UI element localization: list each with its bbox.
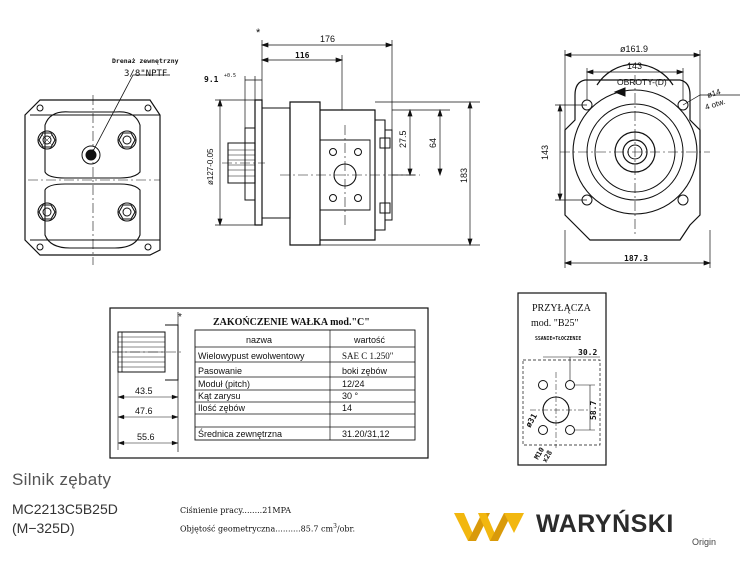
model-code: MC2213C5B25D xyxy=(12,501,118,517)
dim-31: ø31 xyxy=(524,412,539,429)
dim-116: 116 xyxy=(295,51,310,60)
dim-176: 176 xyxy=(320,34,335,44)
dim-lines-center xyxy=(215,40,480,247)
row-5-value: 14 xyxy=(342,403,352,413)
row-4-name: Kąt zarysu xyxy=(198,391,241,401)
dim-47-6: 47.6 xyxy=(135,406,153,416)
brand-sub: Origin xyxy=(692,537,717,547)
row-4-value: 30 ° xyxy=(342,391,359,401)
row-5-name: Ilość zębów xyxy=(198,403,246,413)
front-view-left xyxy=(24,74,170,265)
flange-title-1: PRZYŁĄCZA xyxy=(532,303,592,314)
spec-displacement-unit: /obr. xyxy=(336,524,356,534)
footer-specs: Ciśnienie pracy........21MPA Objętość ge… xyxy=(180,503,355,538)
dim-lines-right xyxy=(555,50,740,268)
footer-model: MC2213C5B25D (M−325D) xyxy=(12,500,118,538)
row-2-value: boki zębów xyxy=(342,366,388,376)
dim-64: 64 xyxy=(428,138,438,148)
table-header-name: nazwa xyxy=(246,335,272,345)
brand-logo: WARYŃSKI Origin xyxy=(454,507,734,547)
dim-143-top: 143 xyxy=(627,61,642,71)
dim-27-5: 27.5 xyxy=(398,130,408,148)
table-header-value: wartość xyxy=(353,335,386,345)
row-1-name: Wielowypust ewolwentowy xyxy=(198,351,305,361)
dim-161-9: ø161.9 xyxy=(620,44,648,54)
dim-55-6: 55.6 xyxy=(137,432,155,442)
holes-label: 4 otw. xyxy=(704,97,727,112)
shaft-star: * xyxy=(178,312,182,323)
brand-name: WARYŃSKI xyxy=(536,510,674,538)
row-1-value: SAE C 1.250" xyxy=(342,351,394,361)
row-2-name: Pasowanie xyxy=(198,366,242,376)
model-alt-code: (M−325D) xyxy=(12,520,75,536)
row-3-value: 12/24 xyxy=(342,379,365,389)
rotation-label: OBROTY-(D) xyxy=(617,77,667,87)
drain-thread: 3/8"NPTF xyxy=(124,69,167,79)
dim-9-1-tol: +0.5 xyxy=(224,73,236,79)
brand-w-icon xyxy=(454,513,524,541)
dim-58-7: 58.7 xyxy=(589,401,598,420)
dim-43-5: 43.5 xyxy=(135,386,153,396)
dim-143-side: 143 xyxy=(540,145,550,160)
drain-label: Drenaż zewnętrzny xyxy=(112,57,179,65)
row-6-value: 31.20/31,12 xyxy=(342,429,390,439)
dim-14: ø14 xyxy=(706,87,722,100)
spec-displacement-main: Objętość geometryczna..........85.7 cm xyxy=(180,524,334,534)
row-6-name: Średnica zewnętrzna xyxy=(198,428,282,439)
spec-displacement: Objętość geometryczna..........85.7 cm3/… xyxy=(180,519,355,538)
dim-127: ø127-0.05 xyxy=(206,148,215,185)
spec-pressure: Ciśnienie pracy........21MPA xyxy=(180,506,292,515)
end-view-right xyxy=(560,63,710,241)
flange-box xyxy=(517,292,607,466)
side-view-center xyxy=(222,99,420,246)
shaft-table-title: ZAKOŃCZENIE WAŁKA mod."C" xyxy=(213,316,370,328)
flange-subtitle: SSANIE=TŁOCZENIE xyxy=(535,336,581,342)
star-mark: * xyxy=(256,27,261,39)
dim-30-2: 30.2 xyxy=(578,348,597,357)
dim-9-1: 9.1 xyxy=(204,75,219,84)
shaft-spec-box xyxy=(109,307,429,459)
flange-title-2: mod. "B25" xyxy=(531,318,579,329)
spec-displacement-sup: 3 xyxy=(333,523,337,530)
row-3-name: Moduł (pitch) xyxy=(198,379,250,389)
dim-183: 183 xyxy=(459,168,469,183)
dim-187-3: 187.3 xyxy=(624,254,648,263)
footer-title: Silnik zębaty xyxy=(12,470,112,489)
